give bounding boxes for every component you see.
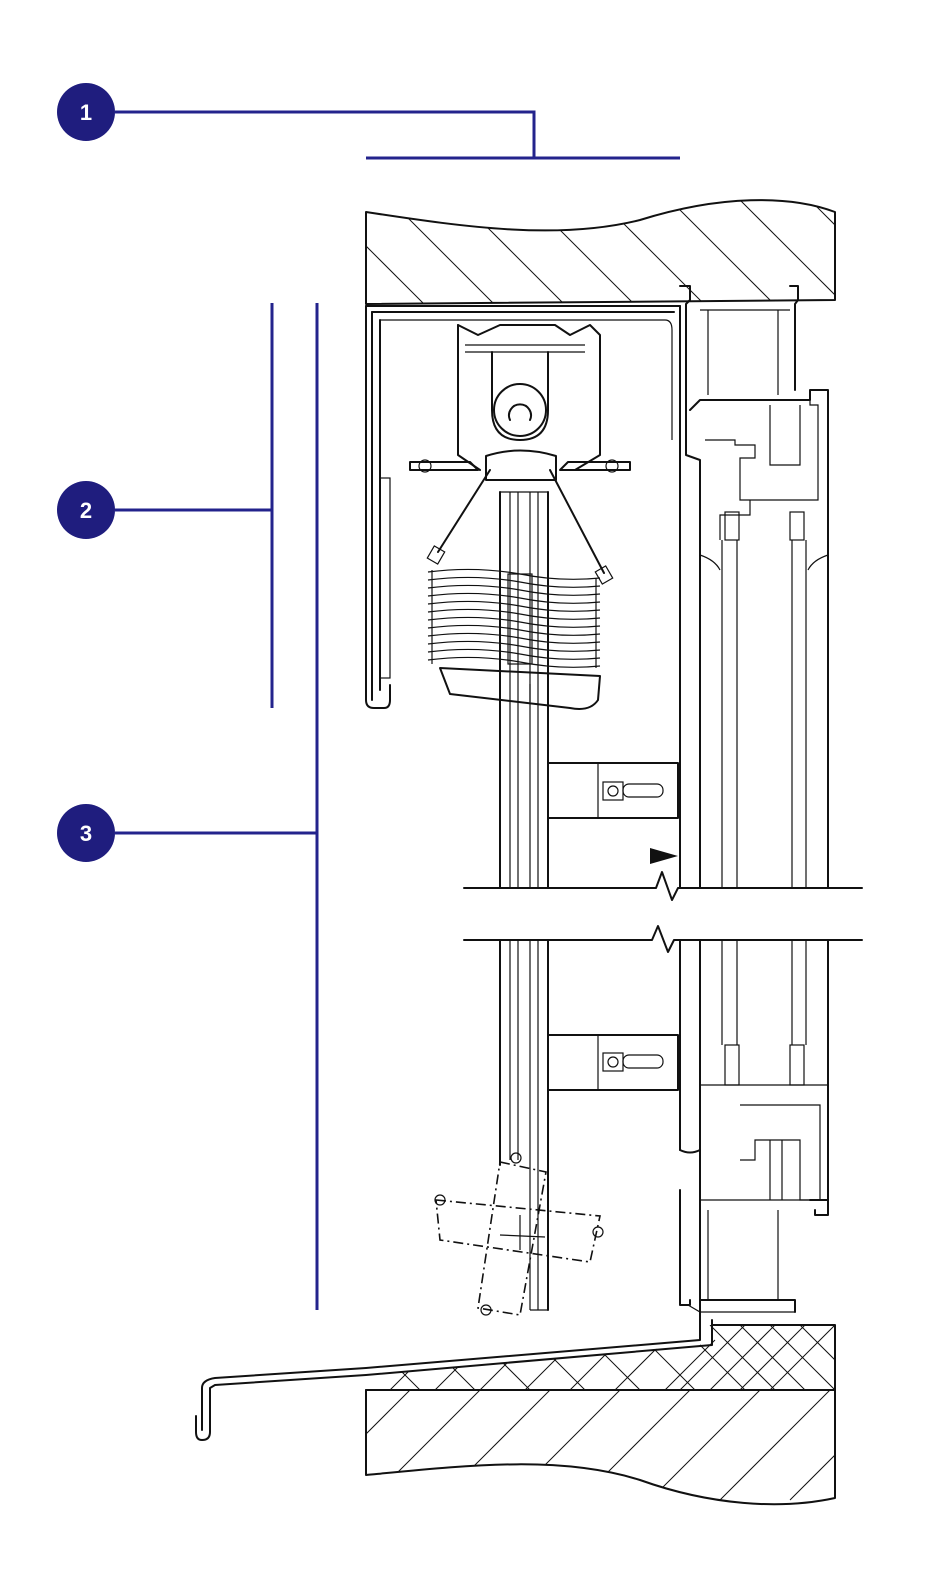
- callout-1-marker: [57, 83, 115, 141]
- break-line-upper: [463, 871, 863, 901]
- top-lintel: [365, 199, 836, 305]
- sill-flashing: [195, 1319, 713, 1441]
- callout-2[interactable]: 2: [57, 303, 274, 708]
- callout-3-number: 3: [80, 821, 92, 846]
- window-frame-lower: [679, 939, 829, 1321]
- guide-rail-upper: [499, 491, 549, 889]
- guide-rail-lower: [499, 939, 549, 1311]
- slat-stack: [427, 568, 601, 710]
- callout-1[interactable]: 1: [57, 83, 680, 160]
- break-line-lower: [463, 925, 863, 953]
- callout-1-leader: [115, 110, 536, 158]
- callout-2-marker: [57, 481, 115, 539]
- callout-3[interactable]: 3: [57, 303, 319, 1310]
- tilted-slats: [434, 1152, 604, 1316]
- sill-insulation: [365, 1324, 836, 1391]
- head-box: [365, 305, 681, 709]
- rail-bracket-lower: [547, 1034, 679, 1091]
- window-frame-upper: [679, 285, 829, 889]
- bottom-wall: [365, 1389, 836, 1506]
- callout-1-number: 1: [80, 100, 92, 125]
- callout-2-number: 2: [80, 498, 92, 523]
- rail-bracket-upper: [547, 762, 679, 864]
- callout-3-marker: [57, 804, 115, 862]
